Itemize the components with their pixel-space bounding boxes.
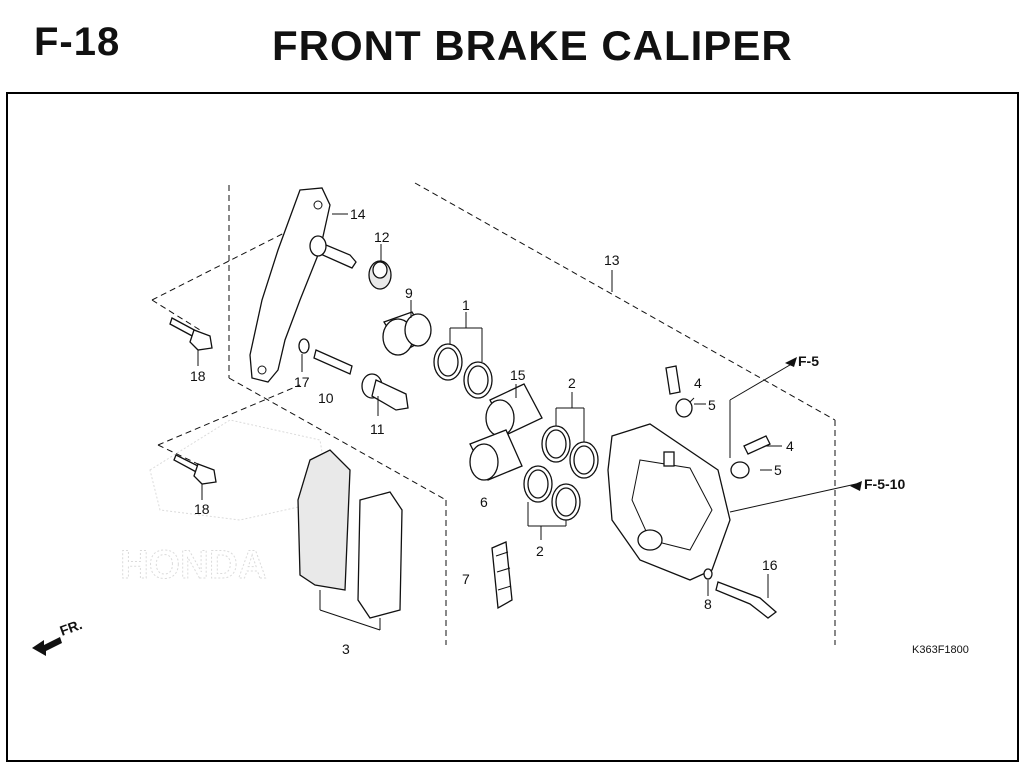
- piston-seal-set-lower: [523, 465, 581, 521]
- watermark-text: HONDA: [120, 543, 267, 587]
- figure-code: K363F1800: [912, 644, 969, 656]
- callout-6: 6: [480, 494, 488, 510]
- clip: [703, 568, 713, 580]
- piston-upper: [485, 383, 543, 437]
- leader-lines: [197, 213, 857, 631]
- arrow-left-icon: [32, 637, 62, 656]
- callout-4-lower: 4: [786, 438, 794, 454]
- reference-f5: F-5: [798, 353, 819, 369]
- callout-3: 3: [342, 641, 350, 657]
- callout-1: 1: [462, 297, 470, 313]
- bleeder-screw-upper: [665, 365, 681, 395]
- callout-10: 10: [318, 390, 334, 406]
- bleeder-cap-upper: [675, 398, 693, 418]
- callout-13: 13: [604, 252, 620, 268]
- callout-2-upper: 2: [568, 375, 576, 391]
- diagram-frame: [6, 92, 1019, 762]
- washer: [298, 338, 310, 354]
- front-direction-indicator: FR.: [32, 616, 84, 656]
- reference-f5-10: F-5-10: [864, 476, 905, 492]
- piston-lower: [469, 429, 523, 481]
- piston-seal-set-upper: [433, 343, 493, 399]
- caliper-body: [607, 423, 731, 581]
- pad-spring: [491, 541, 513, 610]
- flange-bolt-lower: [173, 454, 217, 485]
- direction-label: FR.: [58, 616, 85, 639]
- bleeder-cap-lower: [730, 461, 750, 479]
- callout-5-upper: 5: [708, 397, 716, 413]
- callout-18-upper: 18: [190, 368, 206, 384]
- callouts: 14 12 9 1 15 2 2 6 7 3 18 18 17 10 11 13…: [190, 206, 794, 657]
- pin-sleeve: [382, 311, 432, 356]
- callout-15: 15: [510, 367, 526, 383]
- callout-17: 17: [294, 374, 310, 390]
- sleeve-bolt: [361, 373, 409, 411]
- callout-18-lower: 18: [194, 501, 210, 517]
- callout-9: 9: [405, 285, 413, 301]
- pin-bolt: [313, 349, 353, 375]
- callout-7: 7: [462, 571, 470, 587]
- callout-14: 14: [350, 206, 366, 222]
- callout-4-upper: 4: [694, 375, 702, 391]
- assembly-lines: [151, 182, 836, 645]
- honda-watermark: HONDA: [120, 419, 331, 588]
- callout-8: 8: [704, 596, 712, 612]
- callout-11: 11: [370, 421, 385, 437]
- caliper-pin: [715, 581, 778, 619]
- page-title: FRONT BRAKE CALIPER: [272, 22, 793, 69]
- caliper-bracket: [249, 187, 357, 383]
- bleeder-screw-lower: [743, 435, 771, 455]
- piston-seal-set-middle: [541, 425, 599, 479]
- callout-16: 16: [762, 557, 778, 573]
- callout-2-lower: 2: [536, 543, 544, 559]
- section-code: F-18: [34, 20, 121, 64]
- brake-pads: [297, 449, 403, 619]
- reference-labels: F-5 F-5-10: [785, 353, 905, 492]
- pin-boot: [368, 260, 392, 290]
- flange-bolt-upper: [169, 317, 213, 351]
- callout-12: 12: [374, 229, 390, 245]
- callout-5-lower: 5: [774, 462, 782, 478]
